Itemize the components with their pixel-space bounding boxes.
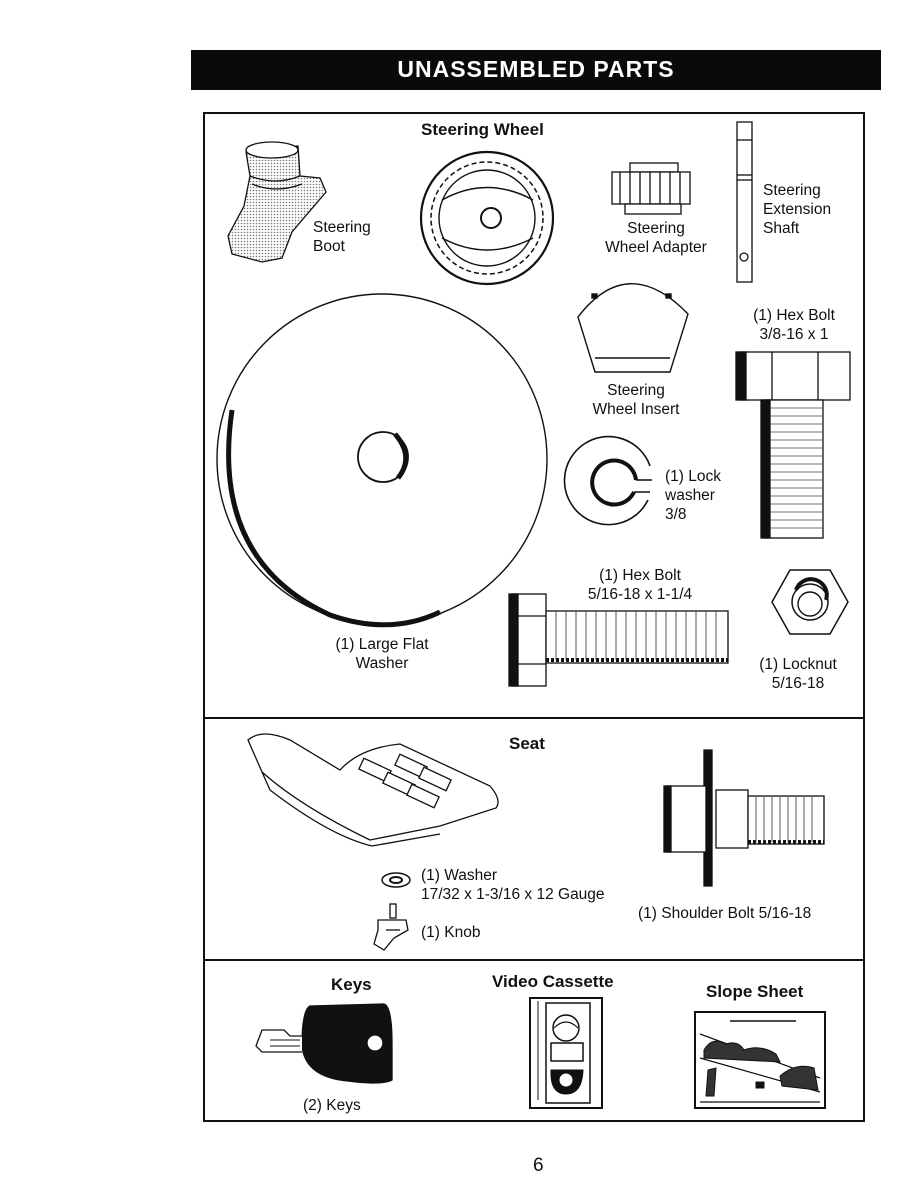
keys-heading: Keys: [331, 975, 372, 994]
hex-bolt-large-label: (1) Hex Bolt 3/8-16 x 1: [753, 307, 835, 343]
lock-washer-label: (1) Lock washer 3/8: [665, 468, 721, 523]
steering-wheel-heading: Steering Wheel: [421, 120, 544, 139]
steering-extension-shaft-label: Steering Extension Shaft: [763, 182, 832, 237]
title-banner: UNASSEMBLED PARTS: [191, 50, 881, 90]
video-cassette-heading: Video Cassette: [492, 972, 614, 991]
knob-label: (1) Knob: [421, 924, 481, 941]
washer-label: (1) Washer 17/32 x 1-3/16 x 12 Gauge: [421, 867, 605, 903]
section-divider-2: [205, 959, 863, 961]
page-title: UNASSEMBLED PARTS: [397, 56, 675, 82]
steering-wheel-adapter-label: Steering Wheel Adapter: [605, 220, 707, 256]
steering-boot-label: Steering Boot: [313, 219, 371, 255]
locknut-label: (1) Locknut 5/16-18: [759, 656, 837, 692]
parts-frame: [203, 112, 865, 1122]
section-divider-1: [205, 717, 863, 719]
slope-sheet-heading: Slope Sheet: [706, 982, 804, 1001]
steering-wheel-insert-label: Steering Wheel Insert: [592, 382, 680, 418]
hex-bolt-small-label: (1) Hex Bolt 5/16-18 x 1-1/4: [587, 567, 693, 603]
keys-label: (2) Keys: [303, 1097, 361, 1114]
shoulder-bolt-label: (1) Shoulder Bolt 5/16-18: [638, 905, 812, 922]
seat-heading: Seat: [509, 734, 545, 753]
page-number: 6: [533, 1155, 544, 1176]
large-flat-washer-label: (1) Large Flat Washer: [335, 636, 429, 672]
